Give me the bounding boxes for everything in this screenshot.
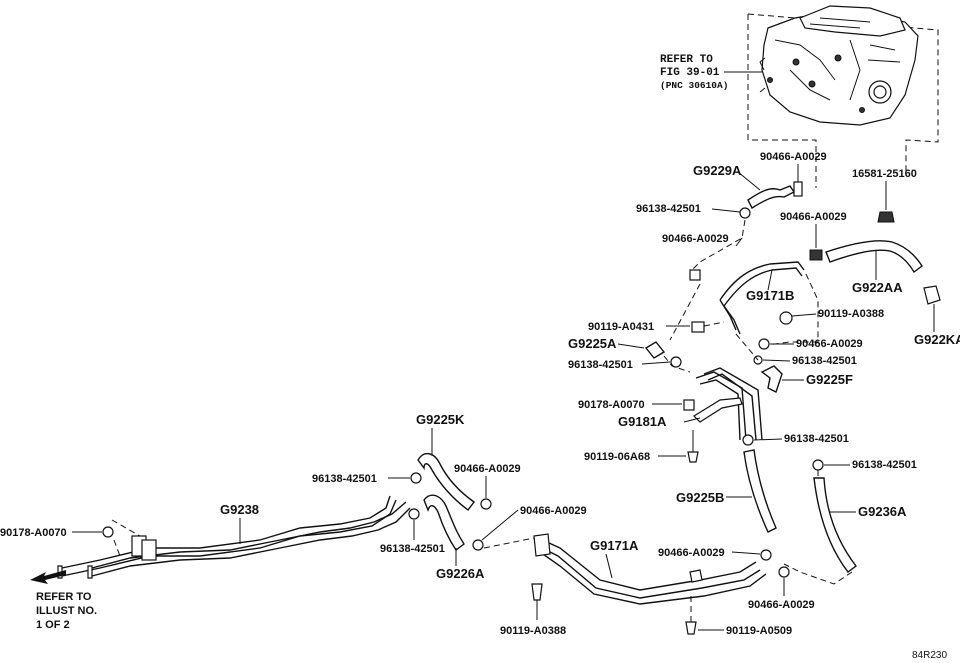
label-96138-e: 96138-42501 — [784, 433, 849, 445]
label-96138-d: 96138-42501 — [312, 473, 377, 485]
clip-90466-f[interactable] — [472, 539, 484, 551]
clamp-16581[interactable] — [877, 211, 895, 223]
hose-g9229a[interactable] — [747, 185, 796, 209]
label-90466-top: 90466-A0029 — [760, 151, 827, 163]
pipe-g9238[interactable] — [57, 495, 411, 579]
label-96138-a: 96138-42501 — [636, 203, 701, 215]
label-g9171a: G9171A — [590, 538, 639, 553]
clip-90466-g[interactable] — [760, 549, 772, 561]
label-g9226a: G9226A — [436, 566, 485, 581]
clamp-g922ka[interactable] — [923, 285, 941, 305]
label-96138-c: 96138-42501 — [792, 355, 857, 367]
label-90466-d: 90466-A0029 — [796, 338, 863, 350]
label-16581: 16581-25160 — [852, 168, 917, 180]
hose-g9225b[interactable] — [743, 449, 777, 533]
label-g9225b: G9225B — [676, 490, 724, 505]
clamp-96138-d[interactable] — [410, 472, 422, 484]
refer-illust-line2: ILLUST NO. — [36, 605, 97, 617]
clip-90466-b[interactable] — [809, 249, 823, 261]
clamp-96138-e[interactable] — [742, 434, 754, 446]
clamp-96138-g[interactable] — [408, 508, 420, 520]
label-96138-f: 96138-42501 — [852, 459, 917, 471]
label-96138-b: 96138-42501 — [568, 359, 633, 371]
label-g9225f: G9225F — [806, 372, 853, 387]
bolt-90178-a[interactable] — [683, 399, 695, 411]
hose-g9225a[interactable] — [644, 341, 666, 359]
clamp-96138-a[interactable] — [739, 207, 751, 219]
bolt-90119-a0431[interactable] — [691, 321, 705, 333]
hose-g922aa[interactable] — [825, 240, 923, 274]
label-g9181a: G9181A — [618, 414, 667, 429]
refer-illust-line1: REFER TO — [36, 591, 92, 603]
label-90178-b: 90178-A0070 — [0, 527, 67, 539]
label-g9225k: G9225K — [416, 412, 465, 427]
label-90119-a0509: 90119-A0509 — [726, 625, 792, 637]
label-g922aa: G922AA — [852, 280, 903, 295]
clip-90466-d[interactable] — [758, 338, 770, 350]
clip-90466-top[interactable] — [793, 181, 803, 197]
bolt-90119-06a68[interactable] — [687, 451, 699, 463]
hose-g9226a[interactable] — [423, 494, 465, 552]
label-g9171b: G9171B — [746, 288, 794, 303]
pipe-g9181a[interactable] — [693, 367, 763, 441]
label-g922ka: G922KA — [914, 332, 960, 347]
refer-fig-line1: REFER TO — [660, 54, 713, 66]
diagram-code: 84R230 — [912, 650, 947, 661]
label-90119-a0431: 90119-A0431 — [588, 321, 654, 333]
clip-90466-e[interactable] — [480, 498, 492, 510]
label-90466-h: 90466-A0029 — [748, 599, 815, 611]
label-90119-06a68: 90119-06A68 — [584, 451, 650, 463]
label-90466-e: 90466-A0029 — [454, 463, 521, 475]
clamp-96138-f[interactable] — [812, 459, 824, 471]
hose-g9225k[interactable] — [417, 453, 475, 511]
bolt-90119-a0388-a[interactable] — [779, 311, 793, 325]
clip-90466-h[interactable] — [778, 566, 790, 578]
clip-90466-c[interactable] — [689, 269, 701, 281]
arrow-refer-left — [30, 570, 66, 584]
label-g9238: G9238 — [220, 502, 259, 517]
bolt-90178-b[interactable] — [102, 526, 114, 538]
label-90119-a0388-a: 90119-A0388 — [818, 308, 884, 320]
label-90466-f: 90466-A0029 — [520, 505, 587, 517]
refer-fig-line2: FIG 39-01 — [660, 67, 720, 79]
clamp-96138-b[interactable] — [670, 356, 682, 368]
hose-g9236a[interactable] — [813, 477, 857, 573]
pipe-g9171a[interactable] — [533, 533, 767, 605]
refer-illust-line3: 1 OF 2 — [36, 619, 70, 631]
label-96138-g: 96138-42501 — [380, 543, 445, 555]
bolt-90119-a0388-b[interactable] — [531, 583, 543, 601]
label-90119-a0388-b: 90119-A0388 — [500, 625, 566, 637]
label-g9236a: G9236A — [858, 504, 907, 519]
bolt-90119-a0509[interactable] — [685, 621, 697, 635]
label-g9229a: G9229A — [693, 163, 742, 178]
label-90466-b: 90466-A0029 — [780, 211, 847, 223]
label-90466-g: 90466-A0029 — [658, 547, 725, 559]
label-90466-c: 90466-A0029 — [662, 233, 729, 245]
refer-fig-line3: (PNC 30610A) — [660, 80, 728, 91]
transaxle-illustration[interactable] — [747, 5, 939, 188]
hose-g9225f[interactable] — [760, 365, 783, 393]
label-g9225a: G9225A — [568, 336, 617, 351]
label-90178-a: 90178-A0070 — [578, 399, 645, 411]
